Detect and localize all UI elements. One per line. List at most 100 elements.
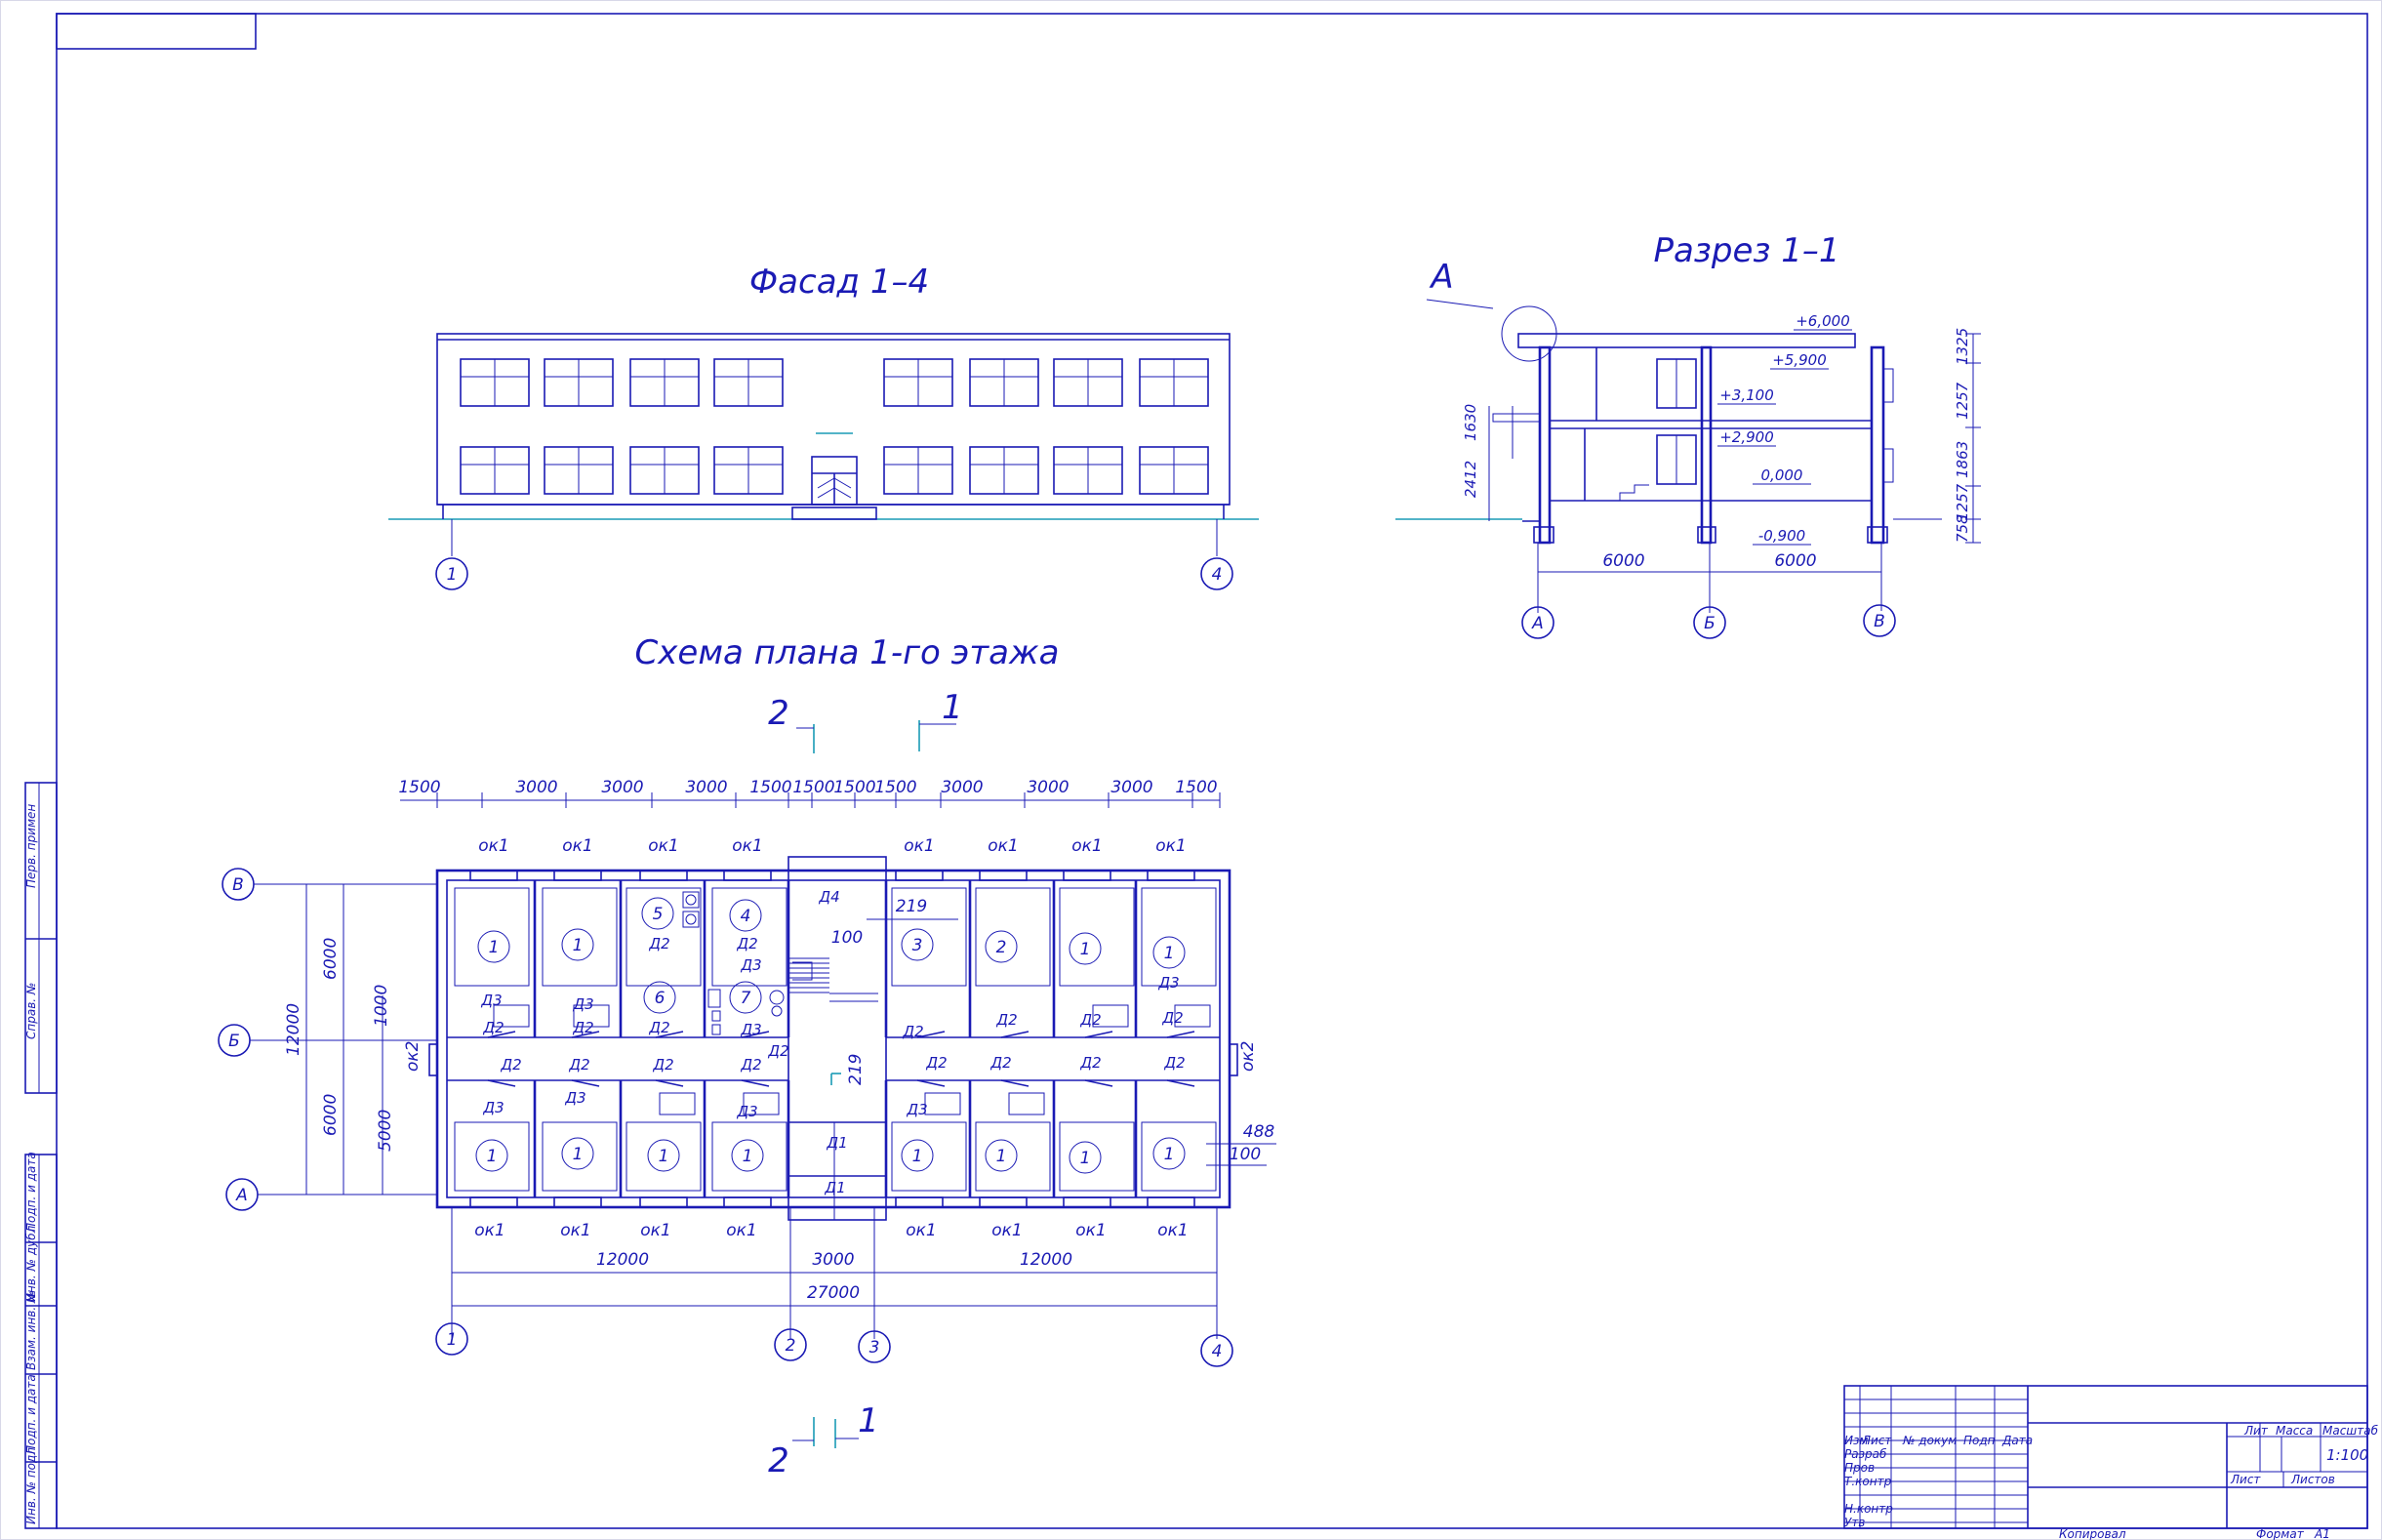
plan-room-frame-bottom — [626, 1121, 702, 1192]
section-title: Разрез 1–1 — [1653, 231, 1839, 270]
plan-top-dim: 1500 — [833, 778, 875, 797]
plan-top-dim: 1500 — [1175, 778, 1217, 797]
plan-top-dim: 1500 — [749, 778, 791, 797]
plan-window-label-bottom: ок1 — [726, 1221, 757, 1240]
plan-door-swing — [916, 1079, 946, 1087]
side-label-1: Перв. примен — [24, 804, 38, 888]
stamp-row-label: Т.контр — [1844, 1475, 1892, 1488]
plan-axis-a — [225, 1178, 259, 1211]
facade-window — [1139, 358, 1209, 407]
plan-window-top — [895, 870, 944, 881]
plan-door-label: Д4 — [818, 888, 839, 906]
plan-window-top — [1147, 870, 1195, 881]
section-level-mark: +5,900 — [1772, 351, 1827, 369]
stamp-row-label: Разраб — [1844, 1447, 1887, 1461]
side-label-7: Инв. № подл — [24, 1447, 38, 1524]
room-number: 4 — [741, 907, 751, 926]
plan-window-label-bottom: ок1 — [991, 1221, 1023, 1240]
plan-top-dim: 3000 — [685, 778, 727, 797]
stamp-col-header: Подп — [1963, 1434, 1996, 1447]
plan-bottom-dim-3: 12000 — [1020, 1250, 1072, 1270]
plan-top-dim: 1500 — [398, 778, 440, 797]
plan-door-label: Д2 — [995, 1011, 1017, 1029]
stamp-format: Формат — [2256, 1527, 2305, 1540]
facade-window — [713, 358, 784, 407]
plan-door-swing — [1000, 1079, 1030, 1087]
plan-door-label: Д2 — [925, 1054, 947, 1072]
section-mark-top-left: 2 — [768, 694, 789, 733]
plan-door-swing — [1084, 1031, 1113, 1038]
room-number: 2 — [996, 938, 1007, 957]
facade-window — [544, 446, 614, 495]
plan-door-swing — [1000, 1031, 1030, 1038]
stamp-col-header: Изм — [1844, 1434, 1868, 1447]
section-axis-v — [1863, 604, 1896, 637]
section-left-dim-2: 2412 — [1462, 461, 1479, 498]
section-right-dim: 1257 — [1954, 483, 1971, 521]
plan-axis-a-label: А — [235, 1186, 248, 1205]
plan-bottom-dim-1: 12000 — [596, 1250, 649, 1270]
room-number: 1 — [996, 1147, 1007, 1166]
plan-door-swing — [1166, 1079, 1195, 1087]
room-number: 3 — [912, 936, 923, 955]
plan-dim-100: 100 — [831, 928, 863, 948]
plan-window-label-top: ок1 — [562, 836, 593, 856]
plan-window-label-bottom: ок1 — [906, 1221, 937, 1240]
section-right-dim: 758 — [1954, 514, 1971, 543]
stamp-lit: Лит — [2243, 1424, 2269, 1438]
plan-window-label-top: ок1 — [1071, 836, 1103, 856]
plan-top-dim: 3000 — [1110, 778, 1152, 797]
plan-door-swing — [1084, 1079, 1113, 1087]
plan-window-label-bottom: ок1 — [474, 1221, 505, 1240]
section-level-mark: +3,100 — [1719, 386, 1774, 404]
plan-room-frame-top — [454, 887, 530, 987]
plan-room-frame-top — [1141, 887, 1217, 987]
room-number: 6 — [655, 989, 666, 1008]
plan-door-label: Д2 — [740, 1056, 761, 1074]
room-number-circle — [985, 1139, 1018, 1172]
plan-wc-block — [1174, 1004, 1211, 1028]
plan-top-dim: 3000 — [1027, 778, 1069, 797]
room-number-circle — [1152, 1137, 1186, 1170]
plan-door-swing — [571, 1031, 600, 1038]
section-right-dim: 1325 — [1954, 328, 1971, 365]
facade-window — [883, 446, 953, 495]
plan-dim-219-top: 219 — [896, 897, 927, 916]
facade-window — [883, 358, 953, 407]
plan-axis-2-label: 2 — [786, 1336, 796, 1356]
plan-left-dim-5000: 5000 — [376, 1110, 395, 1152]
plan-door-label: Д1 — [826, 1134, 847, 1152]
plan-door-label: Д2 — [482, 1019, 504, 1036]
plan-dim-100-right: 100 — [1230, 1145, 1261, 1164]
plan-door-label: Д3 — [572, 995, 593, 1013]
section-axis-a-label: А — [1531, 614, 1544, 633]
section-axis-b-label: Б — [1704, 614, 1716, 633]
room-number-circle — [729, 899, 762, 932]
plan-door-label: Д1 — [824, 1179, 845, 1196]
plan-window-bottom — [553, 1196, 602, 1208]
room-number: 1 — [1164, 1145, 1175, 1164]
plan-title: Схема плана 1-го этажа — [635, 633, 1060, 672]
plan-axis-3-label: 3 — [869, 1338, 880, 1358]
room-number-circle — [647, 1139, 680, 1172]
window-side-right: ок2 — [1238, 1041, 1258, 1073]
facade-title: Фасад 1–4 — [749, 263, 929, 302]
plan-door-label: Д2 — [736, 935, 757, 952]
facade-window — [969, 358, 1039, 407]
plan-window-top — [553, 870, 602, 881]
section-axis-v-label: В — [1874, 612, 1885, 631]
stamp-col-header: Дата — [2001, 1434, 2033, 1447]
plan-room-frame-top — [542, 887, 618, 987]
plan-partitions — [454, 880, 1217, 1197]
plan-axis-v — [222, 868, 255, 901]
plan-room-frame-bottom — [891, 1121, 967, 1192]
facade-window — [629, 358, 700, 407]
plan-dim-488: 488 — [1243, 1122, 1275, 1142]
plan-axis-3 — [858, 1330, 891, 1363]
room-number: 1 — [912, 1147, 923, 1166]
room-number-circle — [477, 930, 510, 963]
plan-axis-v-label: В — [232, 875, 244, 895]
plan-window-bottom — [979, 1196, 1028, 1208]
